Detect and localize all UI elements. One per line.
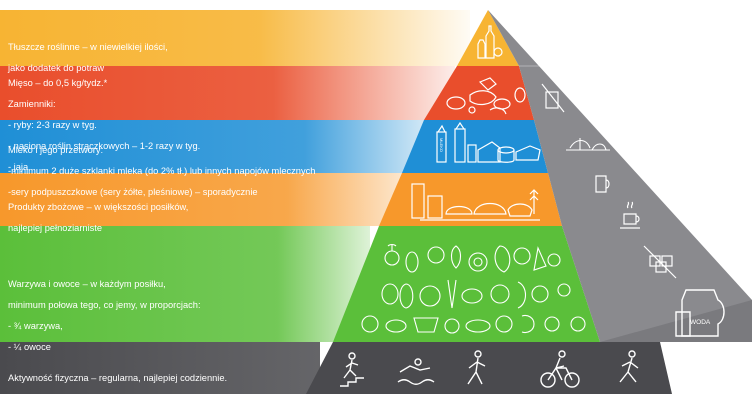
- band-text-fats: Tłuszcze roślinne – w niewielkiej ilości…: [8, 41, 168, 73]
- pyramid-layer-dairy: [402, 120, 548, 173]
- food-pyramid: WODA Tłuszcze roślinne – w niewielkiej i…: [0, 10, 752, 394]
- pyramid-layer-vegetables: [333, 226, 600, 342]
- pyramid-layer-activity: [306, 342, 672, 394]
- stairs-climbing-icon: [340, 352, 364, 387]
- jug-icon: [595, 175, 610, 193]
- band-dairy: [0, 120, 435, 173]
- band-fats: [0, 10, 470, 66]
- swimming-icon: [397, 358, 435, 385]
- milk-carton-label: MLEKO: [439, 138, 444, 153]
- band-text-grains: Produkty zbożowe – w większości posiłków…: [8, 201, 189, 233]
- running-icon: [619, 350, 639, 383]
- band-meat: [0, 66, 455, 120]
- pyramid-layer-meat: [424, 66, 534, 120]
- pyramid-layer-grains: [379, 173, 562, 226]
- band-text-vegetables: Warzywa i owoce – w każdym posiłku, mini…: [8, 278, 201, 352]
- walking-icon: [467, 350, 486, 385]
- bread-grains-icon: [411, 183, 540, 221]
- herbs-icon: [566, 138, 610, 151]
- band-text-activity: Aktywność fizyczna – regularna, najlepie…: [8, 372, 263, 404]
- no-sweets-icon: [541, 83, 565, 113]
- cycling-icon: [540, 350, 580, 388]
- band-vegetables: [0, 226, 370, 342]
- pyramid-graphic: WODA: [0, 10, 752, 394]
- meat-fish-eggs-icon: [446, 77, 526, 115]
- band-text-dairy: Mleko i jego przetwory: -minimum 2 duże …: [8, 144, 316, 197]
- dairy-icon: [436, 121, 541, 163]
- band-activity: [0, 342, 320, 394]
- water-label: WODA: [690, 319, 711, 326]
- band-text-meat: Mięso – do 0,5 kg/tydz.* Zamienniki: - r…: [8, 77, 201, 172]
- band-grains: [0, 173, 410, 226]
- pyramid-layer-fats: [457, 10, 519, 66]
- oil-bottle-icon: [477, 25, 503, 59]
- no-fast-food-icon: [643, 245, 677, 279]
- water-jug-icon: [675, 289, 725, 337]
- pyramid-side-face: [488, 10, 752, 342]
- vegetables-fruits-icon: [361, 243, 586, 334]
- coffee-cup-icon: [620, 201, 640, 229]
